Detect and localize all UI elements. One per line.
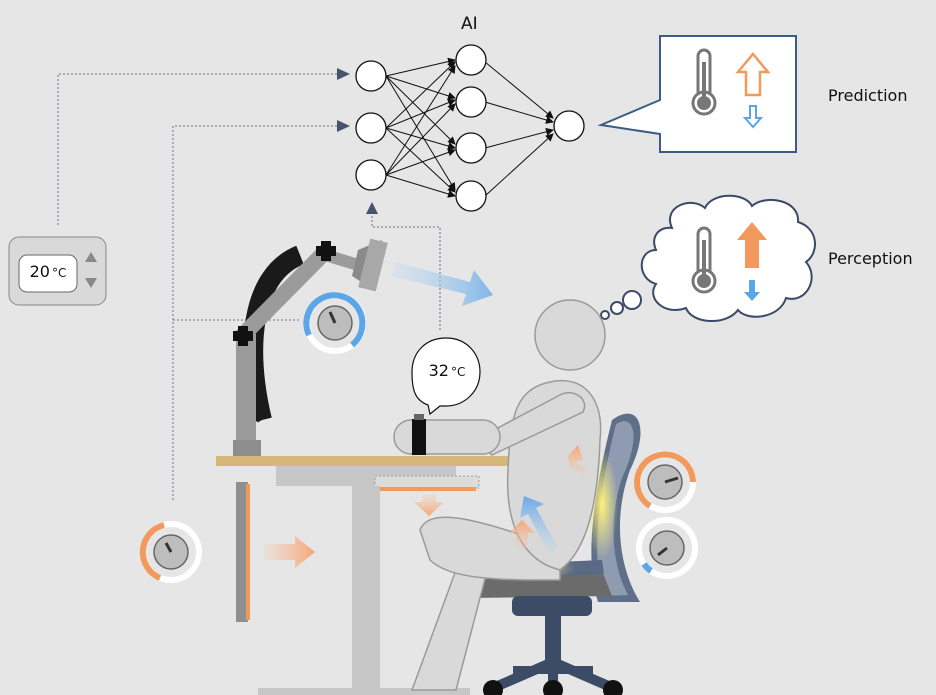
dial-gauge-icon bbox=[636, 517, 698, 579]
desk bbox=[216, 456, 513, 695]
neural-network bbox=[385, 57, 554, 198]
ai-label: AI bbox=[461, 14, 478, 34]
airflow-arrow-icon bbox=[264, 536, 315, 568]
wrist-sensor-cap bbox=[414, 414, 424, 420]
perception-cloud bbox=[600, 194, 816, 323]
airflow-arrow-icon bbox=[509, 520, 535, 548]
monitor-arm bbox=[233, 238, 388, 458]
dial-gauge-icon bbox=[303, 292, 366, 354]
thermometer-icon bbox=[691, 48, 717, 116]
dial-gauge-icon bbox=[634, 451, 696, 513]
skin-temp-readout: 32°C bbox=[418, 361, 476, 380]
perception-down-arrow-icon bbox=[744, 280, 760, 301]
thermostat-readout: 20°C bbox=[23, 262, 73, 281]
airflow-arrow-icon bbox=[568, 445, 588, 475]
thermostat-panel bbox=[8, 236, 107, 306]
airflow-arrow-icon bbox=[414, 494, 444, 516]
airflow-arrow-icon bbox=[520, 496, 558, 554]
wrist-sensor bbox=[412, 419, 426, 455]
dial-gauge-icon bbox=[139, 521, 202, 583]
prediction-down-arrow-icon bbox=[742, 105, 764, 129]
thermostat-unit: °C bbox=[51, 266, 67, 280]
connector-arrowheads bbox=[337, 68, 378, 214]
thermometer-icon bbox=[691, 226, 717, 294]
skin-temp-value: 32 bbox=[428, 361, 449, 380]
sensor-connectors bbox=[57, 73, 441, 500]
airflow-arrow-icon bbox=[391, 262, 493, 306]
prediction-label: Prediction bbox=[828, 86, 908, 105]
prediction-up-arrow-icon bbox=[735, 52, 771, 97]
skin-temp-unit: °C bbox=[450, 365, 466, 379]
thermostat-value: 20 bbox=[29, 262, 50, 281]
perception-up-arrow-icon bbox=[737, 222, 767, 268]
perception-label: Perception bbox=[828, 249, 913, 268]
skin-temp-bubble bbox=[411, 337, 481, 416]
nn-nodes bbox=[355, 44, 585, 212]
